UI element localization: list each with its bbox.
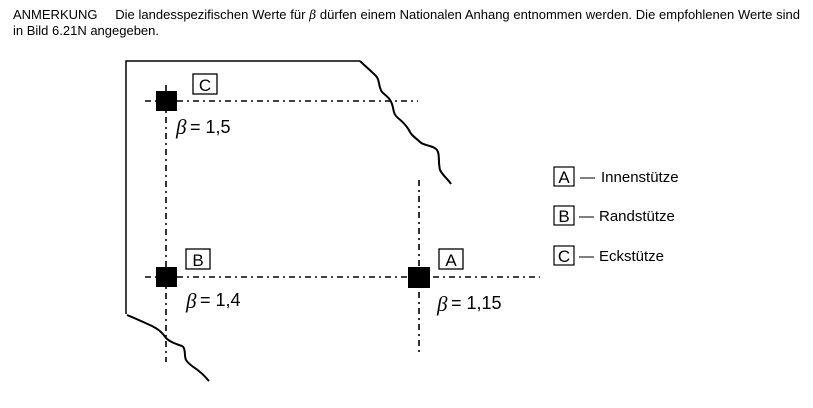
beta-c-value: = 1,5 xyxy=(190,117,231,137)
legend-label-c: Eckstütze xyxy=(599,248,664,265)
legend-box-b xyxy=(553,205,575,226)
label-box-c xyxy=(192,73,218,95)
note-lead: ANMERKUNG xyxy=(13,7,98,22)
note-text-1: Die landesspezifischen Werte für xyxy=(115,7,306,22)
legend-box-a xyxy=(553,166,575,187)
legend-box-c xyxy=(553,245,575,266)
slab-edge xyxy=(125,60,360,314)
legend-label-a: Innenstütze xyxy=(601,169,679,186)
label-c: C xyxy=(199,76,211,95)
break-line-top-right xyxy=(359,60,452,185)
column-a xyxy=(408,267,430,288)
break-line-bottom-left xyxy=(126,314,210,382)
label-box-b xyxy=(185,248,211,270)
legend-dash-c: — xyxy=(579,248,594,265)
note-text-2: dürfen einem Nationalen Anhang entnommen… xyxy=(13,7,800,38)
beta-b-value: = 1,4 xyxy=(200,290,241,310)
legend-key-b: B xyxy=(558,207,569,226)
note-beta-symbol: β xyxy=(309,8,317,22)
annotation-note: ANMERKUNG Die landesspezifischen Werte f… xyxy=(13,7,800,39)
beta-b-symbol: β xyxy=(185,289,197,313)
legend-key-c: C xyxy=(558,247,570,266)
legend-label-b: Randstütze xyxy=(599,208,675,225)
label-b: B xyxy=(192,251,203,270)
label-box-a xyxy=(438,248,464,270)
legend: A — Innenstütze B — Randstütze C — Eckst… xyxy=(553,166,679,266)
beta-a-value: = 1,15 xyxy=(451,293,502,313)
beta-c-symbol: β xyxy=(175,115,187,139)
legend-key-a: A xyxy=(558,168,570,187)
legend-dash-b: — xyxy=(579,208,594,225)
column-b xyxy=(156,267,177,287)
label-a: A xyxy=(445,251,457,270)
column-c xyxy=(156,91,177,111)
legend-dash-a: — xyxy=(580,169,595,186)
beta-a-symbol: β xyxy=(436,292,448,316)
